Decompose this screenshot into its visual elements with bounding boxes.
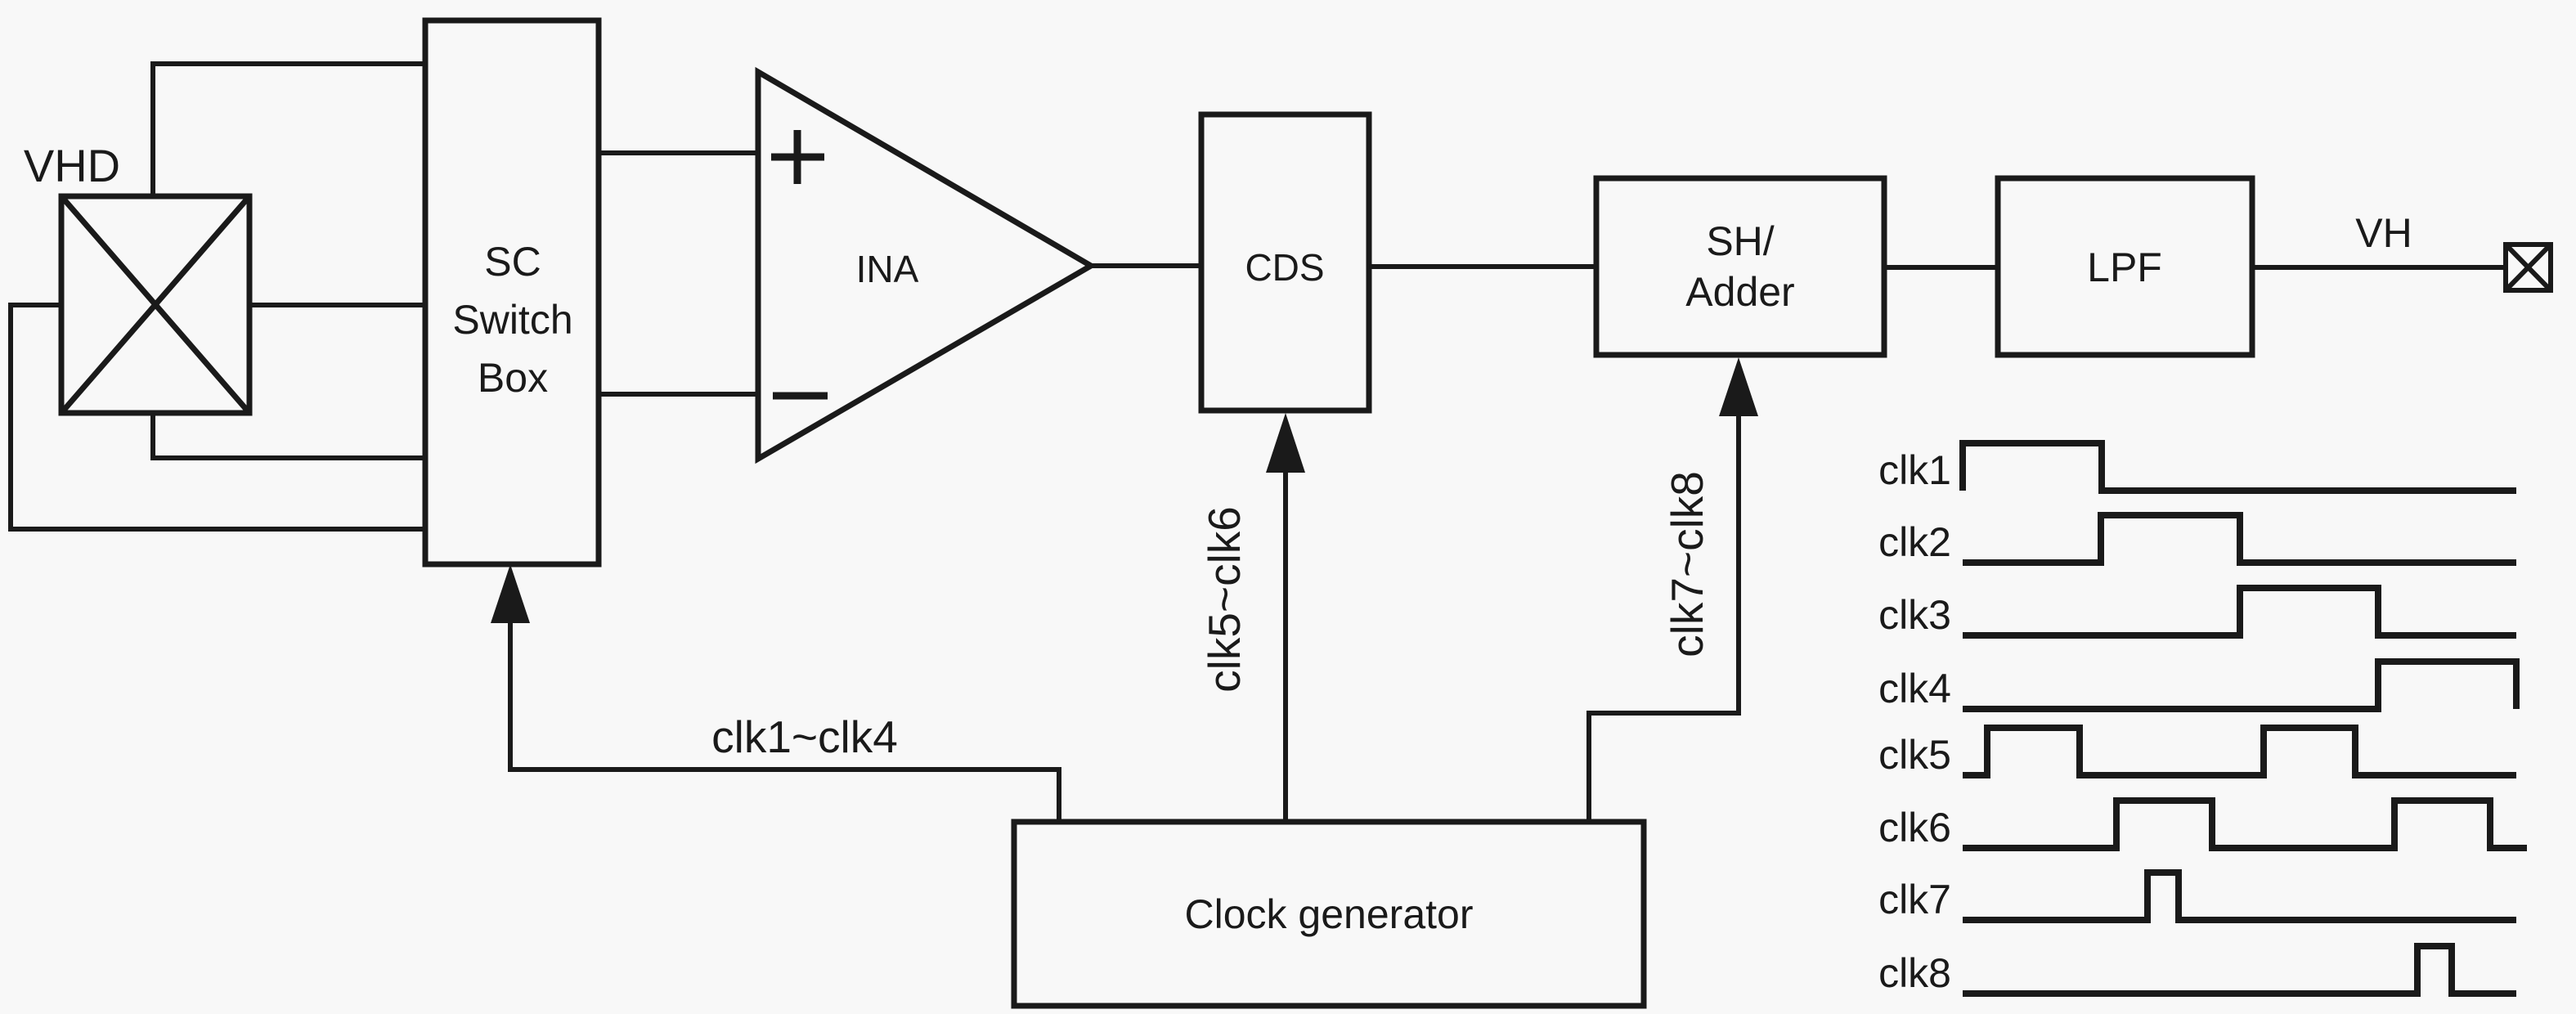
waveform-clk8-label: clk8 [1878, 950, 1951, 996]
waveform-clk4-trace [1963, 658, 2520, 712]
clk7-clk8-feed: clk7~clk8 [1586, 357, 1758, 822]
ina-label: INA [856, 248, 919, 290]
lpf-block: LPF [1995, 175, 2255, 358]
clk1-clk4-label: clk1~clk4 [711, 711, 898, 762]
sh-adder-block: SH/ Adder [1593, 175, 1887, 358]
clk1-clk4-feed: clk1~clk4 [491, 564, 1061, 822]
waveform-row-clk8: clk8 [1878, 943, 2516, 997]
clk5-clk6-feed: clk5~clk6 [1199, 413, 1305, 822]
cds-outline [1198, 111, 1372, 414]
clock-generator-label: Clock generator [1185, 891, 1474, 937]
bridge-sensor: VHD [24, 140, 253, 416]
vhd-label: VHD [24, 140, 120, 191]
waveform-clk2-trace [1963, 512, 2516, 566]
clock-generator-outline [1011, 819, 1647, 1009]
ina-triangle [755, 66, 1097, 464]
waveform-clk2-label: clk2 [1878, 519, 1951, 565]
cds-block: CDS [1198, 111, 1372, 414]
sc-switch-box-outline [422, 17, 602, 568]
clk5-clk6-label: clk5~clk6 [1199, 506, 1250, 693]
clk7-clk8-label: clk7~clk8 [1662, 471, 1712, 657]
sc-switch-box-label-line3: Box [478, 355, 548, 401]
bridge-diagonal-2 [59, 194, 252, 415]
clock-waveforms: clk1 clk2 clk3 clk4 clk5 clk6 clk7 clk8 [1878, 440, 2527, 997]
waveform-row-clk3: clk3 [1878, 585, 2516, 639]
waveform-row-clk6: clk6 [1878, 797, 2527, 851]
waveform-row-clk7: clk7 [1878, 869, 2516, 923]
sc-switch-box-label-line1: SC [484, 239, 541, 285]
waveform-row-clk1: clk1 [1878, 440, 2516, 494]
clock-generator-block: Clock generator [1011, 819, 1647, 1009]
clk7-clk8-wire [1586, 413, 1741, 822]
waveform-clk7-trace [1963, 869, 2516, 923]
sh-adder-label-line1: SH/ [1706, 218, 1774, 264]
bridge-top-wire [150, 61, 427, 196]
plus-icon [771, 130, 824, 184]
clk1-clk4-wire [508, 620, 1061, 822]
waveform-clk5-label: clk5 [1878, 732, 1951, 778]
waveform-clk1-label: clk1 [1878, 447, 1951, 493]
waveform-clk7-label: clk7 [1878, 877, 1951, 922]
clk7-clk8-arrowhead-icon [1719, 357, 1758, 416]
waveform-clk3-trace [1963, 585, 2516, 639]
lpf-outline [1995, 175, 2255, 358]
waveform-clk5-trace [1963, 725, 2516, 778]
waveform-row-clk5: clk5 [1878, 725, 2516, 778]
waveform-row-clk2: clk2 [1878, 512, 2516, 566]
waveform-clk1-trace [1959, 440, 2516, 494]
lpf-label: LPF [2087, 245, 2162, 290]
sc-switch-box-label-line2: Switch [452, 297, 572, 343]
vh-label: VH [2355, 210, 2412, 256]
bridge-bottom-wire [150, 413, 427, 460]
cds-label: CDS [1245, 246, 1324, 289]
sh-adder-label-line2: Adder [1685, 269, 1794, 315]
waveform-clk6-label: clk6 [1878, 805, 1951, 850]
waveform-clk6-trace [1963, 797, 2527, 851]
waveform-clk3-label: clk3 [1878, 592, 1951, 638]
ina-amplifier: INA [755, 66, 1097, 464]
clk1-clk4-arrowhead-icon [491, 564, 530, 623]
sh-adder-outline [1593, 175, 1887, 358]
waveform-row-clk4: clk4 [1878, 658, 2520, 712]
sc-switch-box: SC Switch Box [422, 17, 602, 568]
output-terminal-icon [2503, 242, 2553, 293]
waveform-clk8-trace [1963, 943, 2516, 997]
waveform-clk4-label: clk4 [1878, 666, 1951, 711]
clk5-clk6-arrowhead-icon [1266, 413, 1305, 473]
bridge-left-wire [8, 303, 427, 532]
